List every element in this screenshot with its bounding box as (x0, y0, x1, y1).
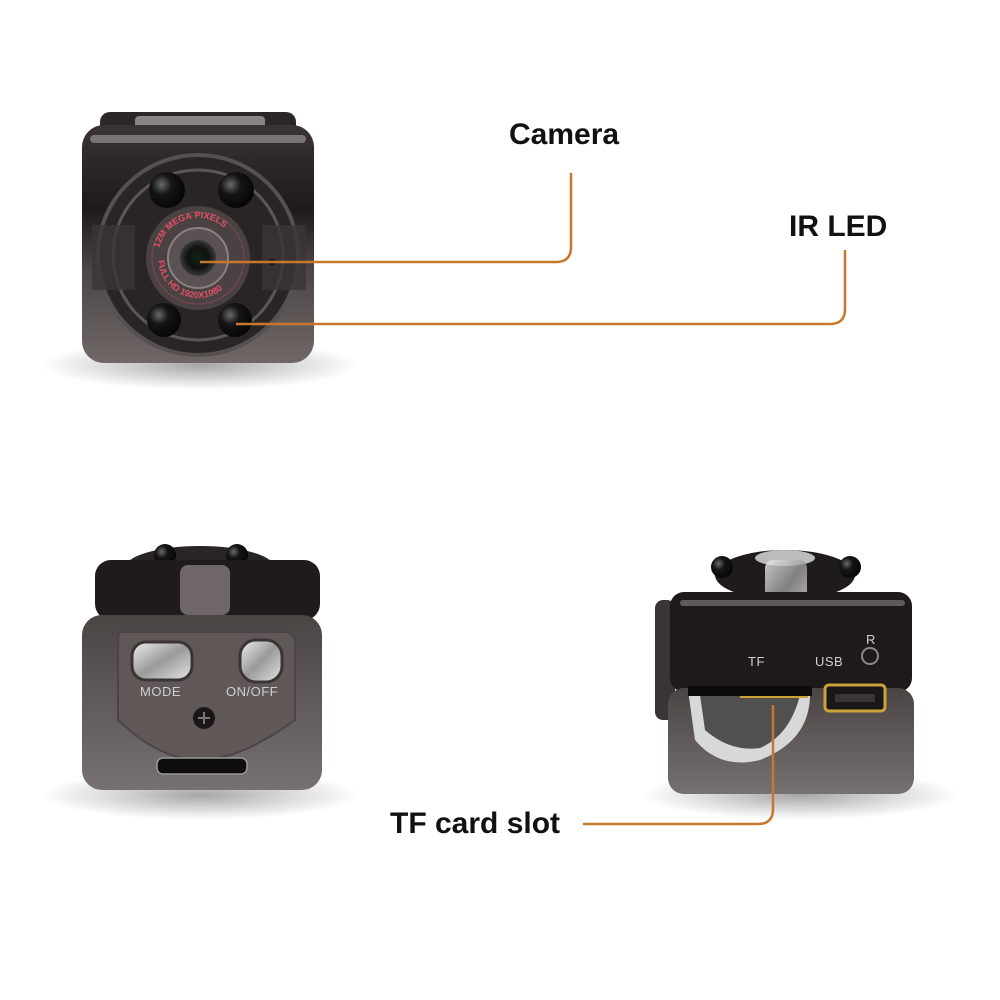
back-device-shadow (40, 770, 360, 820)
front-device-shadow (40, 340, 360, 390)
front-device (82, 112, 314, 363)
reset-label: R (866, 632, 876, 647)
usb-port-label: USB (815, 654, 844, 669)
camera-callout-label: Camera (509, 118, 620, 151)
mode-button-label: MODE (140, 684, 181, 699)
back-device (82, 544, 322, 790)
onoff-button-label: ON/OFF (226, 684, 279, 699)
camera-callout-line (200, 173, 573, 264)
tf-slot-callout-label: TF card slot (390, 807, 561, 840)
side-device (655, 550, 914, 794)
ir-led-callout-label: IR LED (789, 210, 888, 243)
lens-ring-text-top: 12M MEGA PIXELS (152, 210, 230, 249)
ir-led-callout-line (236, 250, 847, 326)
side-device-shadow (640, 770, 960, 820)
tf-port-label: TF (748, 654, 765, 669)
lens-ring-text-bottom: FULL HD 1920X1080 (156, 259, 224, 300)
